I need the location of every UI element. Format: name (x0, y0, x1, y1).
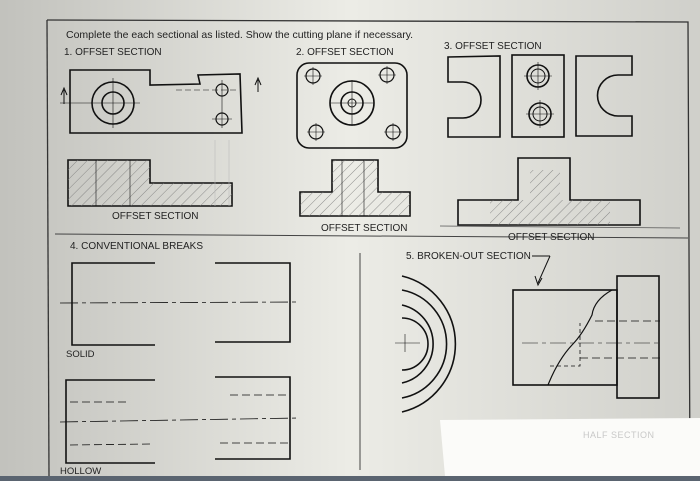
problem-4-solid-label: SOLID (66, 349, 95, 360)
problem-4-hollow-label: HOLLOW (60, 466, 102, 477)
problem-4-drawing (59, 262, 301, 464)
page-border (46, 19, 691, 477)
problem-2-title: 2. OFFSET SECTION (296, 47, 394, 58)
problem-2-drawing (296, 62, 411, 217)
problem-5-drawing (395, 255, 660, 413)
glare (440, 418, 700, 476)
problem-1-drawing (60, 69, 262, 207)
problem-3-drawing (447, 54, 641, 226)
section-divider (54, 233, 689, 239)
problem-1-title: 1. OFFSET SECTION (64, 47, 162, 58)
problem-3-title: 3. OFFSET SECTION (444, 41, 542, 52)
problem-3-section-label: OFFSET SECTION (508, 232, 595, 243)
problem-5-faint-label: HALF SECTION (583, 430, 655, 440)
problem-1-section-label: OFFSET SECTION (112, 211, 199, 222)
problem-5-title: 5. BROKEN-OUT SECTION (406, 251, 531, 262)
problem-2-section-label: OFFSET SECTION (321, 223, 408, 234)
problem-4-title: 4. CONVENTIONAL BREAKS (70, 241, 203, 252)
instructions-text: Complete the each sectional as listed. S… (66, 29, 414, 41)
